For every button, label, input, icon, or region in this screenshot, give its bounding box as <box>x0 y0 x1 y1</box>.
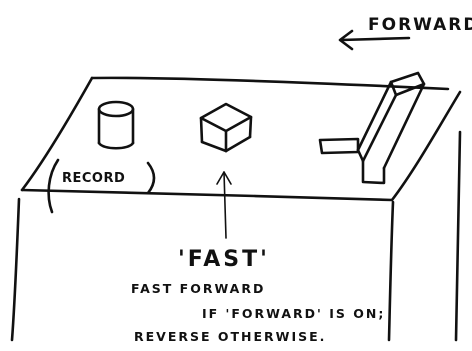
right-paren <box>146 161 156 195</box>
forward-lever <box>318 71 426 185</box>
fast-cube <box>199 102 253 153</box>
forward-arrow-icon <box>338 29 411 51</box>
fast-label: 'FAST' <box>178 247 270 272</box>
description-line-3: REVERSE OTHERWISE. <box>134 329 326 344</box>
record-cylinder <box>97 100 135 150</box>
forward-label: FORWARD <box>368 15 472 35</box>
description-line-2: IF 'FORWARD' IS ON; <box>202 306 385 321</box>
table <box>10 76 462 342</box>
record-label: RECORD <box>62 171 125 186</box>
left-paren <box>47 158 60 214</box>
pointer-arrow-icon <box>216 171 232 239</box>
description-line-1: FAST FORWARD <box>131 281 265 296</box>
